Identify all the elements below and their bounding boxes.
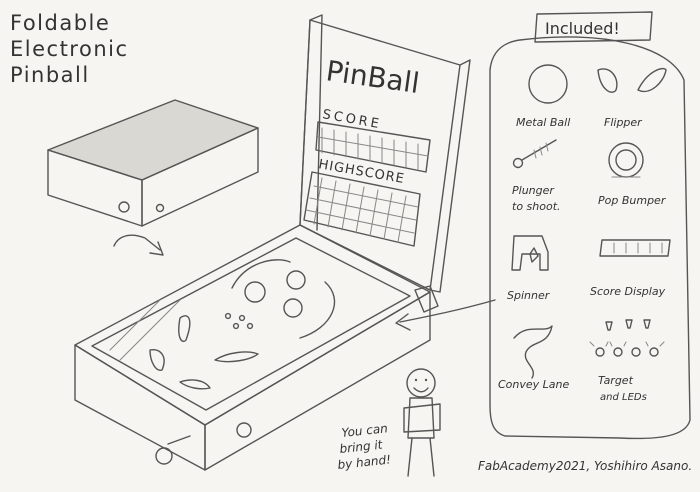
figure-legs xyxy=(407,437,435,477)
included-panel-outline xyxy=(489,36,691,440)
carry-note-line-1: You can xyxy=(341,421,389,440)
playfield-flipper-bottom-icon xyxy=(179,379,211,390)
title-line-2: Electronic xyxy=(10,37,129,61)
hinge-bracket xyxy=(414,285,439,313)
included-item-label: Metal Ball xyxy=(516,116,570,129)
included-item-label: to shoot. xyxy=(512,200,561,213)
score-display-frame xyxy=(315,121,431,173)
folded-box-coin-icon xyxy=(155,203,165,213)
pointer-arrow-icon xyxy=(399,299,496,323)
spinner-icon xyxy=(511,235,549,271)
included-item-label: Spinner xyxy=(507,289,551,302)
included-header: Included! xyxy=(545,19,620,38)
credit-text: FabAcademy2021, Yoshihiro Asano. xyxy=(478,459,692,473)
title-block: Foldable Electronic Pinball xyxy=(10,11,129,87)
pop-bumper-1-icon xyxy=(244,281,266,303)
playfield-flipper-mid-icon xyxy=(214,351,259,363)
plunger-knob-icon xyxy=(155,447,173,465)
included-item-label: Score Display xyxy=(590,285,666,298)
cabinet-side xyxy=(204,291,431,471)
plunger-rod xyxy=(167,435,191,445)
included-panel: Included! Metal Ball Flipper Plunger to … xyxy=(489,11,691,440)
included-header-banner xyxy=(534,11,653,43)
convey-lane-icon xyxy=(513,325,553,379)
stick-figure xyxy=(403,368,441,477)
included-item-label: Plunger xyxy=(512,184,555,197)
included-item-label: and LEDs xyxy=(600,392,647,403)
target-dots xyxy=(224,312,254,330)
carried-box xyxy=(403,403,441,433)
target-led-icon xyxy=(589,319,665,357)
included-item-label: Pop Bumper xyxy=(598,194,667,207)
flipper-icon xyxy=(637,67,667,93)
score-label: SCORE xyxy=(321,107,383,132)
pop-bumper-2-icon xyxy=(286,270,306,290)
figure-smile xyxy=(413,387,429,393)
included-item-label: Flipper xyxy=(604,116,643,129)
title-line-3: Pinball xyxy=(10,63,90,87)
figure-body xyxy=(407,397,435,439)
backboard-logo: PinBall xyxy=(324,54,421,100)
cabinet-coin-icon xyxy=(236,422,252,438)
title-line-1: Foldable xyxy=(10,11,110,35)
unfold-arrow-head-icon xyxy=(149,241,164,256)
included-item-label: Target xyxy=(598,374,634,387)
top-arc-icon xyxy=(231,259,291,289)
playfield-flipper-left-icon xyxy=(178,315,191,343)
score-display-icon xyxy=(599,239,671,257)
backboard-side xyxy=(429,59,471,293)
cabinet-front xyxy=(74,344,206,471)
pointer-arrow-head-icon xyxy=(395,313,411,331)
backboard: PinBall SCORE HIGHSCORE xyxy=(299,14,471,293)
figure-head xyxy=(406,368,436,398)
folded-box xyxy=(47,99,259,227)
playfield-flipper-lower-icon xyxy=(149,349,165,371)
carry-note-line-3: by hand! xyxy=(337,452,392,472)
folded-box-side xyxy=(141,127,259,227)
pop-bumper-icon xyxy=(608,142,644,178)
plunger-icon xyxy=(521,139,557,161)
right-arc-icon xyxy=(299,281,336,339)
carry-note-line-2: bring it xyxy=(339,437,384,456)
metal-ball-icon xyxy=(528,64,568,104)
included-item-label: Convey Lane xyxy=(498,378,570,391)
flipper-icon xyxy=(597,68,618,93)
playfield-side-lane xyxy=(109,299,181,361)
unfold-arrow-icon xyxy=(113,234,161,251)
highscore-display-frame xyxy=(303,171,421,247)
folded-box-top xyxy=(47,99,259,181)
carry-note: You can bring it by hand! xyxy=(337,421,392,472)
playfield-surface xyxy=(91,237,411,411)
playfield-cabinet xyxy=(74,224,439,471)
score-grid xyxy=(305,127,429,243)
pop-bumper-3-icon xyxy=(283,298,303,318)
folded-box-knob-icon xyxy=(118,201,130,213)
